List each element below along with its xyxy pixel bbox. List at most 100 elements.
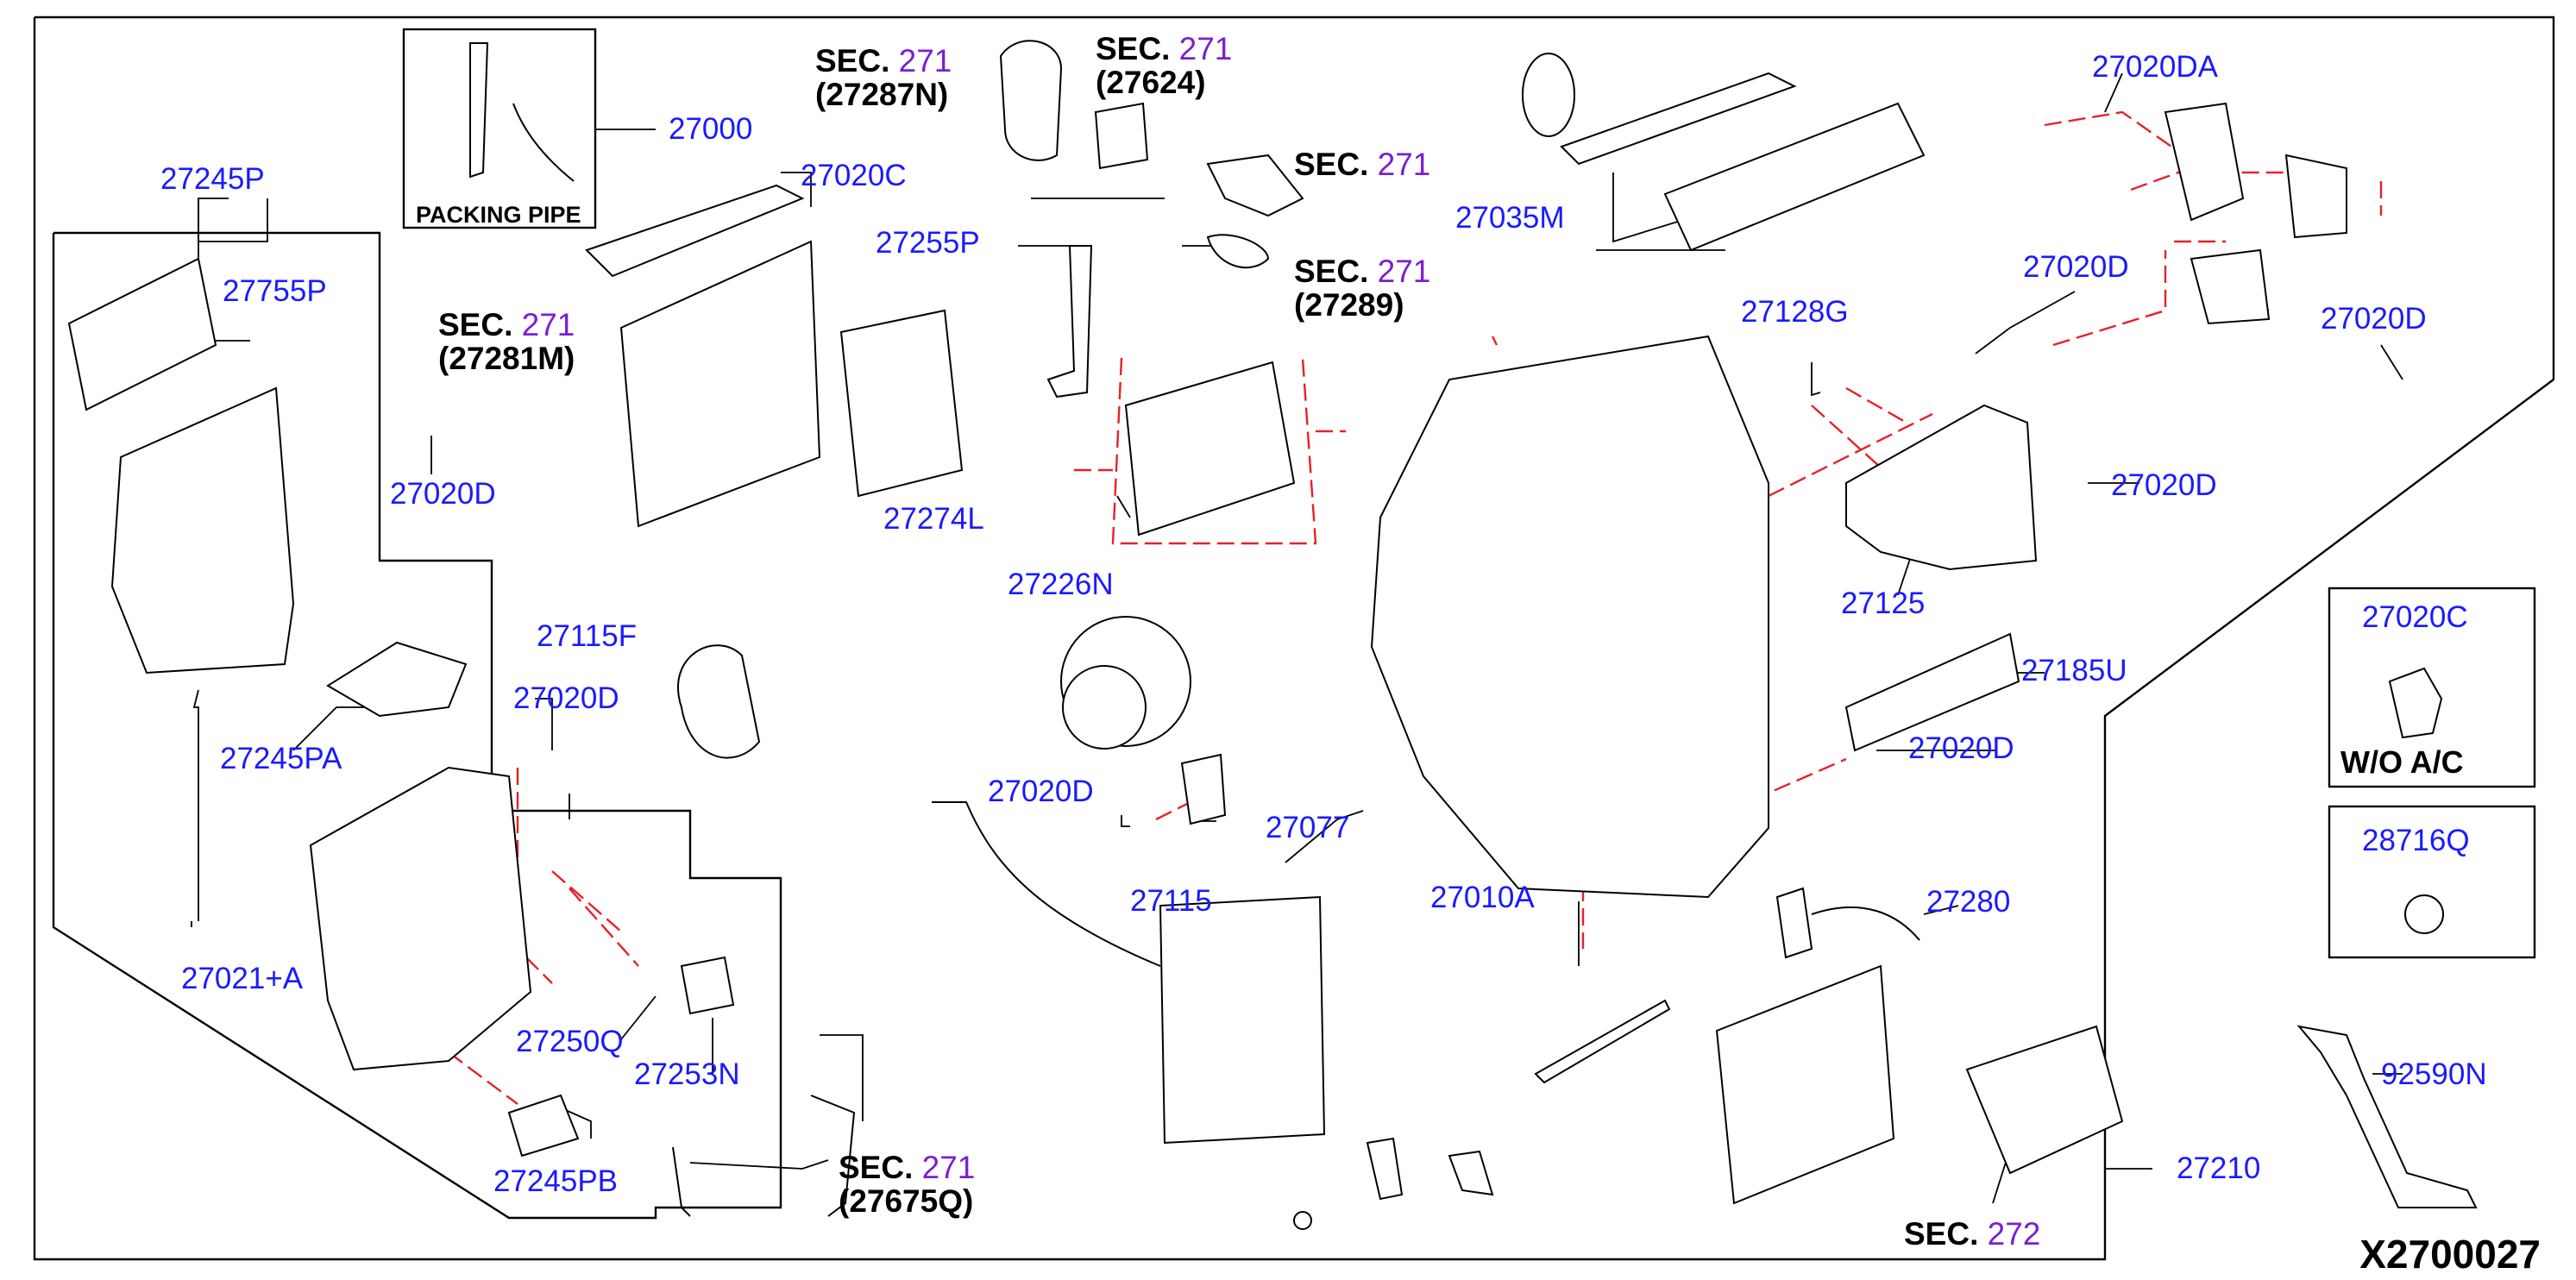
packing-pipe-tube [512,103,575,182]
part-label-27115[interactable]: 27115 [1130,884,1212,918]
section-number: 272 [1987,1216,2041,1252]
part-label-27253n[interactable]: 27253N [634,1057,740,1091]
part-label-27020d-f[interactable]: 27020D [2111,468,2217,502]
part-label-27250q[interactable]: 27250Q [516,1025,624,1058]
harness-2-drawing [810,1095,856,1217]
evaporator-drawing [619,240,821,528]
case-27021a-drawing [309,766,532,1071]
packing-pipe-drawing [469,42,489,179]
section-prefix: SEC. [815,43,890,78]
part-label-27010a[interactable]: 27010A [1430,881,1535,914]
plug-28716q-drawing [2404,894,2444,934]
section-number: 271 [1377,147,1431,182]
pipe-271-drawing [1206,154,1304,217]
section-prefix: SEC. [1294,147,1369,182]
section-prefix: SEC. [1904,1216,1979,1252]
frame-lines [33,16,2555,1261]
vent-27035m-drawing [1560,72,1797,166]
blower-fan-drawing [1062,665,1147,750]
part-label-27021a[interactable]: 27021+A [181,962,304,995]
part-label-27210[interactable]: 27210 [2177,1151,2261,1185]
part-label-27274l[interactable]: 27274L [883,502,984,536]
part-label-27020d-b[interactable]: 27020D [513,681,619,715]
actuator-a-drawing [2164,102,2245,222]
part-label-27755p[interactable]: 27755P [223,274,327,308]
section-sub: (27281M) [438,340,575,376]
part-label-27245pb[interactable]: 27245PB [493,1164,619,1198]
diagram-id: X2700027 [2359,1232,2541,1277]
pipe-27280-drawing [1775,887,1813,959]
actuator-27253n-drawing [680,956,735,1015]
section-prefix: SEC. [1096,31,1171,66]
section-number: 271 [921,1150,976,1185]
part-label-27245p[interactable]: 27245P [160,162,265,196]
clip-drawing [1366,1137,1404,1201]
part-label-27020c-box[interactable]: 27020C [2362,600,2468,634]
filter-27245pa-drawing [326,641,468,718]
duct-27115f-drawing [677,644,761,759]
part-drawings [67,40,2478,1230]
section-prefix: SEC. [438,307,513,342]
gasket-drawing [1522,53,1575,137]
packing-pipe-label: PACKING PIPE [416,202,581,228]
grommet-drawing [2388,667,2443,739]
wo-ac-label: W/O A/C [2340,744,2464,780]
section-number: 271 [521,307,575,342]
pipe-27280-tube-drawing [1811,907,1920,941]
section-ref-27675q[interactable]: SEC. 271 (27675Q) [839,1151,975,1219]
gasket-27755p-drawing [67,257,217,411]
section-sub: (27289) [1294,286,1404,323]
heater-core-drawing [1159,895,1326,1145]
part-label-27000[interactable]: 27000 [669,112,753,146]
section-ref-271-pipe[interactable]: SEC. 271 [1294,147,1431,182]
filter-27274l-drawing [839,309,964,498]
part-label-27020d-e[interactable]: 27020D [2321,302,2427,336]
part-27020c-cover-drawing [585,184,805,278]
section-ref-272[interactable]: SEC. 272 [1904,1216,2041,1252]
part-label-27020c-top[interactable]: 27020C [801,159,907,192]
part-label-27020da[interactable]: 27020DA [2092,50,2218,84]
clip-2-drawing [1448,1150,1494,1196]
seal-27287n-drawing [999,40,1063,161]
part-label-27185u[interactable]: 27185U [2021,654,2127,687]
case-27125-drawing [1845,404,2038,571]
section-ref-27289[interactable]: SEC. 271 (27289) [1294,254,1431,323]
part-label-27020d-a[interactable]: 27020D [390,477,496,511]
left-assembly-bracket [52,231,782,1220]
harness-drawing [672,1146,691,1217]
section-ref-27624[interactable]: SEC. 271 (27624) [1096,31,1233,100]
part-label-27020d-d[interactable]: 27020D [2023,250,2129,284]
vent-27035m-inner-drawing [1663,102,1926,252]
part-label-27128g[interactable]: 27128G [1741,295,1849,329]
main-heater-unit-drawing [1370,335,1769,899]
section-number: 271 [1377,254,1431,289]
hose-92590n-drawing [2296,1025,2478,1208]
bracket-27245pb-drawing [507,1094,580,1158]
control-272-drawing [1965,1025,2124,1175]
part-label-28716q[interactable]: 28716Q [2362,824,2470,857]
part-label-27226n[interactable]: 27226N [1008,568,1114,601]
part-label-27020d-g[interactable]: 27020D [1908,731,2014,765]
part-label-27255p[interactable]: 27255P [876,226,980,260]
section-ref-27287n[interactable]: SEC. 271 (27287N) [815,43,952,112]
wo-ac-box [2328,587,2536,788]
part-label-27035m[interactable]: 27035M [1455,201,1565,235]
filter-frame-drawing [1124,361,1296,536]
resistor-27077-drawing [1180,753,1227,825]
actuator-c-drawing [2190,248,2271,325]
part-label-92590n[interactable]: 92590N [2381,1057,2487,1091]
heater-pipe-drawing [932,801,1161,967]
valve-27624-drawing [1094,102,1149,170]
section-prefix: SEC. [839,1150,914,1185]
part-label-27115f[interactable]: 27115F [537,619,638,653]
section-number: 271 [1178,31,1233,66]
section-ref-27281m[interactable]: SEC. 271 (27281M) [438,307,575,376]
part-label-27077[interactable]: 27077 [1266,811,1350,844]
section-sub: (27675Q) [839,1183,974,1219]
part-label-27245pa[interactable]: 27245PA [220,742,342,775]
screw-drawing [1293,1211,1312,1230]
part-label-27280[interactable]: 27280 [1926,885,2011,919]
part-label-27125[interactable]: 27125 [1841,587,1926,620]
part-label-27020d-c[interactable]: 27020D [988,775,1094,808]
